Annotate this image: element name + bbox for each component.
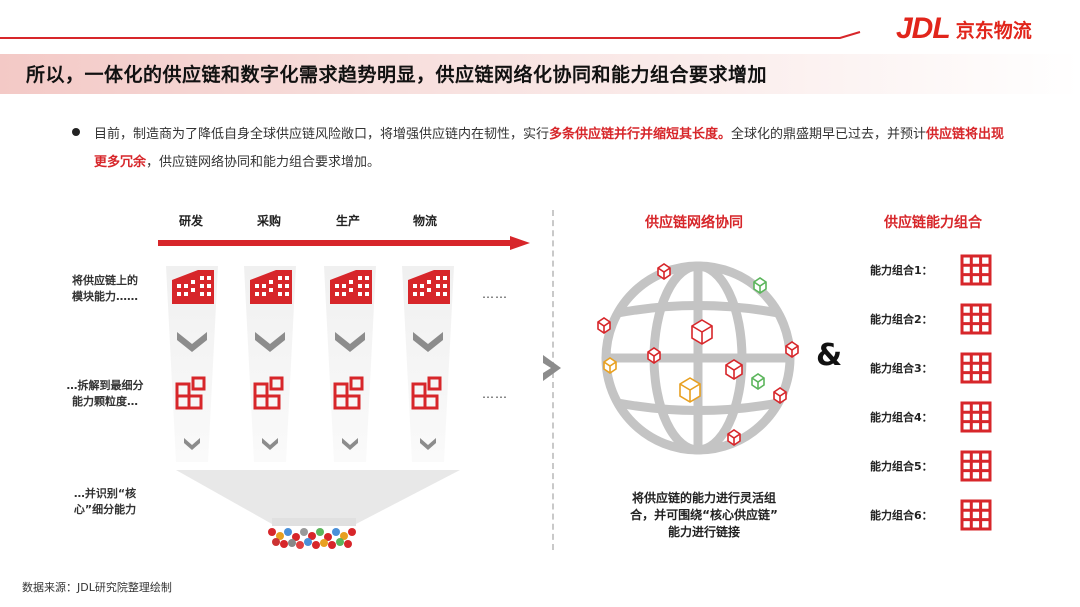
grid-icon bbox=[960, 499, 992, 531]
header-rule bbox=[0, 31, 861, 39]
cube-icon bbox=[597, 263, 799, 446]
funnel bbox=[176, 470, 460, 524]
para-highlight-1: 多条供应链并行并缩短其长度。 bbox=[549, 127, 732, 142]
jdl-logo: JDL 京东物流 bbox=[896, 12, 1032, 46]
building-icon bbox=[250, 270, 292, 304]
grid-icon bbox=[960, 401, 992, 433]
para-text-2: 全球化的鼎盛期早已过去，并预计 bbox=[731, 127, 927, 142]
particles-icon bbox=[268, 528, 356, 549]
stage-label-purchase: 采购 bbox=[257, 214, 282, 228]
building-icon bbox=[408, 270, 450, 304]
network-heading: 供应链网络协同 bbox=[645, 215, 743, 231]
left-label-split: …拆解到最细分 能力颗粒度… bbox=[66, 379, 144, 408]
left-label-modules: 将供应链上的 模块能力…… bbox=[72, 274, 138, 303]
column-1 bbox=[166, 266, 218, 462]
page-title: 所以，一体化的供应链和数字化需求趋势明显，供应链网络化协同和能力组合要求增加 bbox=[26, 64, 768, 86]
modules-icon bbox=[175, 376, 442, 410]
network-caption: 将供应链的能力进行灵活组 合，并可围绕“核心供应链” 能力进行链接 bbox=[630, 491, 778, 539]
capability-item: 能力组合4： bbox=[870, 401, 992, 433]
stage-label-logistics: 物流 bbox=[413, 214, 438, 228]
para-text-1: 目前，制造商为了降低自身全球供应链风险敞口，将增强供应链内在韧性，实行 bbox=[94, 127, 550, 142]
capability-item: 能力组合2： bbox=[870, 303, 992, 335]
para-highlight-2: 供应链将出现更多冗余 bbox=[94, 127, 1005, 170]
capability-label: 能力组合1： bbox=[870, 264, 933, 277]
source-note: 数据来源：JDL研究院整理绘制 bbox=[22, 581, 172, 594]
section-divider bbox=[552, 210, 554, 550]
capability-item: 能力组合6： bbox=[870, 499, 992, 531]
left-label-identify: …并识别“核 心”细分能力 bbox=[73, 487, 137, 516]
column-2 bbox=[244, 266, 296, 462]
stage-label-production: 生产 bbox=[336, 214, 361, 228]
building-icon bbox=[172, 270, 214, 304]
logo-mark: JDL bbox=[896, 12, 951, 45]
column-4 bbox=[402, 266, 454, 462]
capability-label: 能力组合3： bbox=[870, 362, 933, 375]
grid-icon bbox=[960, 352, 992, 384]
logo-text: 京东物流 bbox=[955, 19, 1032, 42]
para-text-3: ，供应链网络协同和能力组合要求增加。 bbox=[146, 155, 381, 170]
title-band bbox=[0, 54, 1080, 94]
decomposition-graphic bbox=[166, 266, 460, 549]
capability-label: 能力组合4： bbox=[870, 411, 933, 424]
bullet-icon bbox=[72, 128, 80, 136]
ampersand: & bbox=[816, 338, 843, 373]
capability-item: 能力组合1： bbox=[870, 254, 992, 286]
grid-icon bbox=[960, 254, 992, 286]
grid-icon bbox=[960, 450, 992, 482]
globe-icon bbox=[597, 261, 799, 455]
column-3 bbox=[324, 266, 376, 462]
ellipsis-row-1: …… bbox=[482, 287, 508, 301]
capability-item: 能力组合5： bbox=[870, 450, 992, 482]
process-arrow bbox=[158, 236, 530, 250]
funnel-neck bbox=[272, 518, 356, 526]
chevron-right-icon bbox=[543, 355, 561, 381]
chevron-down-icon bbox=[177, 332, 443, 352]
capability-item: 能力组合3： bbox=[870, 352, 992, 384]
capability-label: 能力组合5： bbox=[870, 460, 933, 473]
capability-label: 能力组合2： bbox=[870, 313, 933, 326]
chevron-down-icon bbox=[184, 438, 436, 450]
building-icon bbox=[330, 270, 372, 304]
ellipsis-row-2: …… bbox=[482, 387, 508, 401]
grid-icon bbox=[960, 303, 992, 335]
intro-paragraph: 目前，制造商为了降低自身全球供应链风险敞口，将增强供应链内在韧性，实行多条供应链… bbox=[94, 121, 1014, 177]
capability-heading: 供应链能力组合 bbox=[884, 215, 982, 231]
capability-label: 能力组合6： bbox=[870, 509, 933, 522]
stage-label-rd: 研发 bbox=[179, 214, 204, 228]
